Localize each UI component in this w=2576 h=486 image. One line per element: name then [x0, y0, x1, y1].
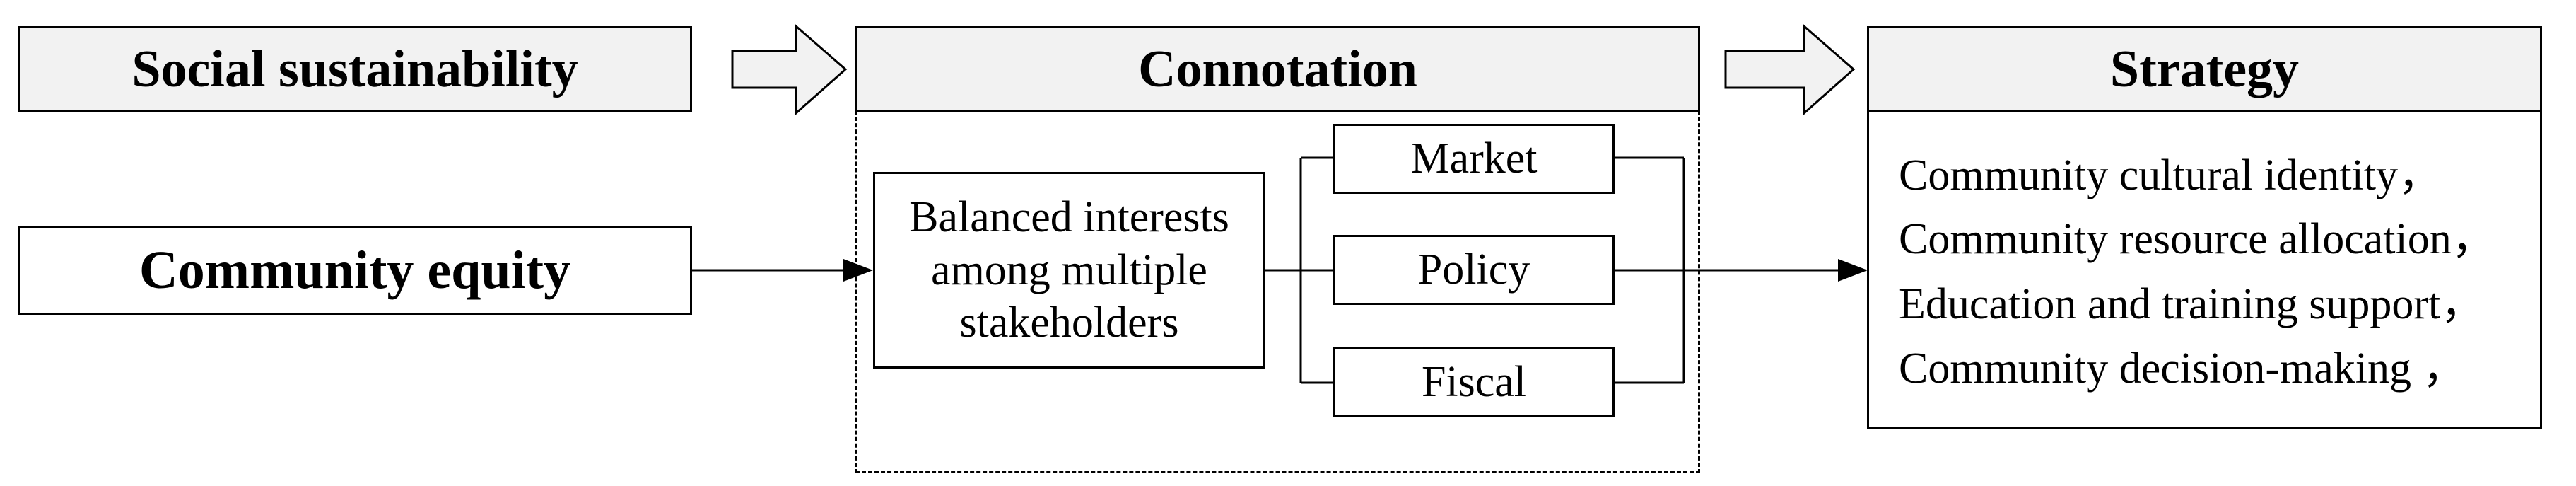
strategy-item: Community cultural identity，: [1899, 151, 2442, 199]
balanced-interests-line-1: Balanced interests: [909, 193, 1229, 242]
fiscal-box: Fiscal: [1333, 347, 1615, 417]
connotation-dashed-frame: [855, 110, 1700, 473]
policy-box: Policy: [1333, 235, 1615, 305]
arrow-head-equity: [843, 259, 873, 282]
market-label: Market: [1410, 134, 1538, 183]
strategy-list-box: Community cultural identity， Community r…: [1867, 110, 2542, 429]
community-equity-label: Community equity: [139, 241, 571, 300]
strategy-label: Strategy: [2109, 40, 2300, 98]
social-sustainability-box: Social sustainability: [18, 26, 692, 112]
balanced-interests-line-2: among multiple: [931, 245, 1207, 294]
strategy-item: Community decision-making ，: [1899, 345, 2466, 393]
market-box: Market: [1333, 124, 1615, 194]
balanced-interests-box: Balanced interests among multiple stakeh…: [873, 172, 1265, 369]
policy-label: Policy: [1417, 245, 1530, 294]
connotation-label: Connotation: [1138, 40, 1417, 98]
balanced-interests-line-3: stakeholders: [959, 299, 1179, 347]
social-sustainability-label: Social sustainability: [131, 40, 578, 98]
strategy-item: Community resource allocation，: [1899, 215, 2495, 263]
fiscal-label: Fiscal: [1421, 358, 1527, 406]
block-arrow-1: [731, 23, 848, 116]
arrow-head-strategy: [1838, 259, 1868, 282]
strategy-header-box: Strategy: [1867, 26, 2542, 112]
block-arrow-2: [1724, 23, 1856, 116]
community-equity-box: Community equity: [18, 226, 692, 315]
strategy-item: Education and training support，: [1899, 280, 2485, 328]
